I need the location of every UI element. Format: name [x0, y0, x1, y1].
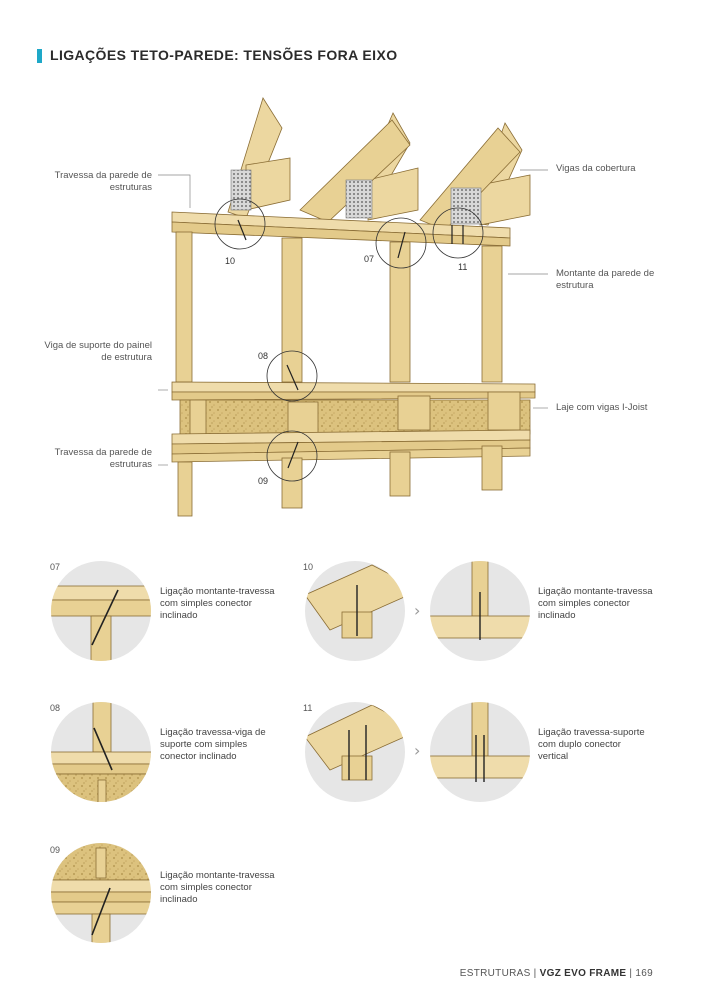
- detail-10b-drawing: [430, 561, 530, 661]
- page-footer: ESTRUTURAS | VGZ EVO FRAME | 169: [460, 968, 653, 979]
- detail-08-drawing: [51, 702, 151, 802]
- osb-panel: [179, 399, 531, 435]
- nail-plate-2: [345, 179, 373, 219]
- detail-11b-drawing: [430, 702, 530, 802]
- footer-section: ESTRUTURAS: [459, 968, 531, 979]
- detail-11-drawing: [305, 702, 405, 802]
- detail-09-text: Ligação montante-travessa com simples co…: [160, 870, 275, 905]
- detail-11-text: Ligação travessa-suporte com duplo conec…: [538, 727, 645, 762]
- marker-08: 08: [258, 351, 269, 361]
- detail-09-drawing: [51, 843, 151, 943]
- nail-plate-1: [230, 169, 252, 211]
- svg-text:›: ›: [414, 601, 420, 620]
- detail-07-drawing: [51, 561, 151, 661]
- detail-08-number: 08: [50, 703, 61, 713]
- detail-11-number: 11: [303, 703, 313, 713]
- marker-09: 09: [258, 476, 269, 486]
- page-title: LIGAÇÕES TETO-PAREDE: TENSÕES FORA EIXO: [50, 47, 398, 63]
- detail-07-text: Ligação montante-travessa com simples co…: [160, 586, 275, 621]
- detail-10-text: Ligação montante-travessa com simples co…: [538, 586, 653, 621]
- footer-page-number: 169: [635, 968, 653, 979]
- detail-07-number: 07: [50, 562, 61, 572]
- marker-11: 11: [458, 262, 468, 272]
- nail-plate-3: [450, 187, 482, 225]
- title-accent-bar: [37, 49, 42, 63]
- detail-08-text: Ligação travessa-viga de suporte com sim…: [160, 727, 266, 762]
- callout-travessa-bottom: Travessa da parede de estruturas: [54, 447, 152, 470]
- footer-separator-2: |: [629, 968, 636, 979]
- marker-07: 07: [364, 254, 375, 264]
- callout-travessa-top: Travessa da parede de estruturas: [54, 170, 152, 193]
- callout-vigas-cobertura: Vigas da cobertura: [556, 163, 636, 174]
- marker-10: 10: [225, 256, 236, 266]
- detail-10-drawing: [305, 561, 405, 661]
- detail-09-number: 09: [50, 845, 61, 855]
- detail-10-number: 10: [303, 562, 314, 572]
- callout-laje: Laje com vigas I-Joist: [556, 402, 648, 413]
- footer-separator-1: |: [533, 968, 540, 979]
- callout-montante: Montante da parede de estrutura: [556, 268, 655, 291]
- callout-viga-suporte: Viga de suporte do painel de estrutura: [44, 340, 152, 363]
- footer-product: VGZ EVO FRAME: [539, 968, 627, 979]
- roof-rafters: [227, 97, 531, 231]
- svg-text:›: ›: [414, 741, 420, 760]
